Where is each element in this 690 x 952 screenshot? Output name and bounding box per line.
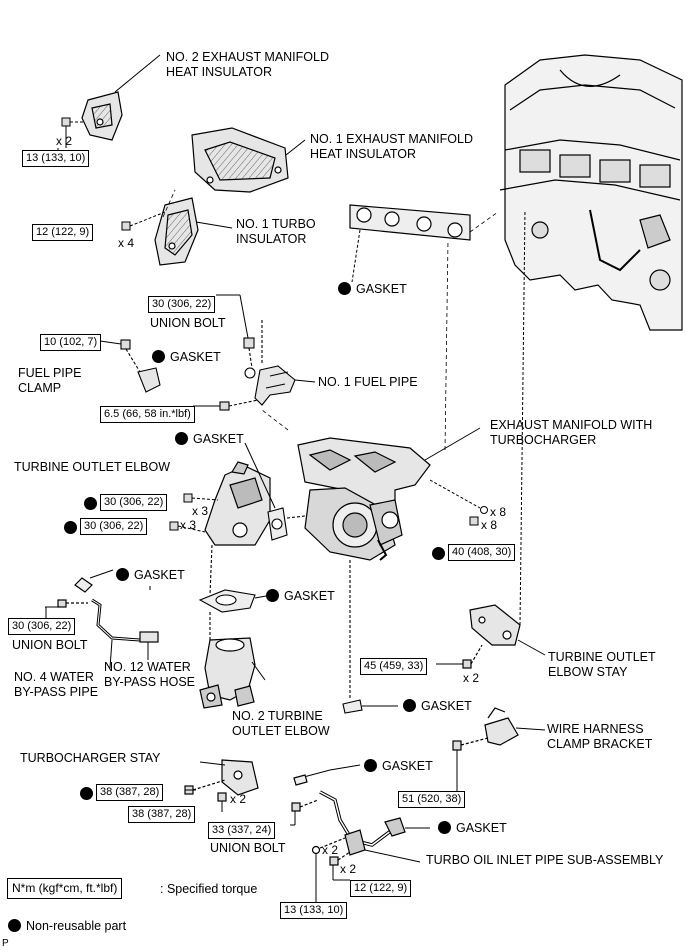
bolt-turbo-insulator <box>121 211 166 231</box>
label-union-bolt-oil: UNION BOLT <box>210 841 286 855</box>
label-turbine-outlet-elbow-stay: TURBINE OUTLET ELBOW STAY <box>548 650 656 679</box>
exhaust-gasket-part <box>349 204 471 283</box>
non-reusable-dot <box>116 568 129 581</box>
torque-51-clamp-bracket: 51 (520, 38) <box>398 791 466 808</box>
multiplier-no2-insulator: x 2 <box>56 134 73 148</box>
turbine-outlet-elbow-stay-part <box>462 209 546 669</box>
non-reusable-dot <box>64 521 77 534</box>
non-reusable-dot <box>84 497 97 510</box>
non-reusable-dot <box>80 787 93 800</box>
torque-6-5-fuel-pipe: 6.5 (66, 58 in.*lbf) <box>100 406 195 423</box>
exhaust-manifold-turbocharger-part <box>297 427 481 561</box>
multiplier-turbo-insulator: x 4 <box>118 236 135 250</box>
label-fuel-pipe-clamp: FUEL PIPE CLAMP <box>18 366 82 395</box>
label-no2-elbow-gasket: GASKET <box>266 589 335 604</box>
no1-exhaust-manifold-heat-insulator-part <box>191 127 306 193</box>
label-no4-water-bypass-pipe: NO. 4 WATER BY-PASS PIPE <box>14 670 99 699</box>
label-no2-exhaust-heat-insulator: NO. 2 EXHAUST MANIFOLD HEAT INSULATOR <box>166 50 329 79</box>
turbine-outlet-elbow-part <box>204 461 271 546</box>
torque-45-elbow-stay: 45 (459, 33) <box>360 658 428 675</box>
non-reusable-dot <box>152 350 165 363</box>
label-exhaust-manifold-turbocharger: EXHAUST MANIFOLD WITH TURBOCHARGER <box>490 418 653 447</box>
label-exhaust-gasket: GASKET <box>338 282 407 297</box>
non-reusable-dot <box>403 699 416 712</box>
label-oil-gasket-mid: GASKET <box>403 699 472 714</box>
torque-30-elbow-1: 30 (306, 22) <box>100 494 168 511</box>
legend-torque-unit: N*m (kgf*cm, ft.*lbf) <box>7 878 123 899</box>
multiplier-stay: x 2 <box>230 792 247 806</box>
stud-nuts-x8 <box>429 479 488 526</box>
torque-40-manifold-nut: 40 (408, 30) <box>448 544 516 561</box>
label-turbo-oil-inlet-pipe: TURBO OIL INLET PIPE SUB-ASSEMBLY <box>426 853 664 867</box>
elbow-gasket-part <box>244 442 306 541</box>
legend-torque-desc: : Specified torque <box>160 882 258 896</box>
label-elbow-gasket: GASKET <box>175 432 244 447</box>
torque-13-oil-pipe: 13 (133, 10) <box>280 902 348 919</box>
label-no1-fuel-pipe: NO. 1 FUEL PIPE <box>318 375 418 389</box>
multiplier-oil-bolt-a: x 2 <box>322 843 339 857</box>
label-oil-gasket-lower: GASKET <box>438 821 507 836</box>
label-no1-exhaust-heat-insulator: NO. 1 EXHAUST MANIFOLD HEAT INSULATOR <box>310 132 473 161</box>
torque-30-union-bolt-fuel: 30 (306, 22) <box>148 296 216 313</box>
no2-exhaust-manifold-heat-insulator-part <box>81 54 161 141</box>
multiplier-elbow-1: x 3 <box>192 504 209 518</box>
torque-10-fuel-clamp: 10 (102, 7) <box>40 334 102 351</box>
non-reusable-dot <box>432 547 445 560</box>
torque-38-stay-b: 38 (387, 28) <box>128 806 196 823</box>
torque-38-stay-a: 38 (387, 28) <box>96 784 164 801</box>
torque-13-no2-insulator: 13 (133, 10) <box>22 150 90 167</box>
legend-non-reusable: Non-reusable part <box>8 919 126 934</box>
label-union-bolt-water: UNION BOLT <box>12 638 88 652</box>
wire-harness-clamp-bracket-part <box>452 707 546 792</box>
label-no12-water-bypass-hose: NO. 12 WATER BY-PASS HOSE <box>104 660 196 689</box>
multiplier-oil-bolt-b: x 2 <box>340 862 357 876</box>
multiplier-elbow-2: x 3 <box>180 518 197 532</box>
corner-mark: P <box>2 938 9 949</box>
no1-turbo-insulator-part <box>154 197 233 266</box>
water-bypass-parts <box>45 569 159 669</box>
elbow-bolts <box>169 493 219 533</box>
engine-block <box>499 54 683 331</box>
multiplier-stud: x 8 <box>490 505 507 519</box>
label-fuel-gasket: GASKET <box>152 350 221 365</box>
multiplier-nut: x 8 <box>481 518 498 532</box>
non-reusable-dot <box>8 919 21 932</box>
leader-lines <box>45 148 463 881</box>
non-reusable-dot <box>266 589 279 602</box>
non-reusable-dot <box>175 432 188 445</box>
torque-30-elbow-2: 30 (306, 22) <box>80 518 148 535</box>
torque-30-union-bolt-water: 30 (306, 22) <box>8 618 76 635</box>
label-oil-gasket-upper: GASKET <box>364 759 433 774</box>
turbocharger-stay-part <box>184 759 259 808</box>
label-water-gasket: GASKET <box>116 568 185 583</box>
non-reusable-dot <box>438 821 451 834</box>
label-turbocharger-stay: TURBOCHARGER STAY <box>20 751 161 765</box>
label-no2-turbine-outlet-elbow: NO. 2 TURBINE OUTLET ELBOW <box>232 709 330 738</box>
non-reusable-dot <box>364 759 377 772</box>
alignment-lines <box>162 189 499 451</box>
oil-gasket-mid <box>342 560 398 714</box>
no2-elbow-gasket-part <box>198 544 267 640</box>
multiplier-elbow-stay: x 2 <box>463 671 480 685</box>
label-turbine-outlet-elbow: TURBINE OUTLET ELBOW <box>14 460 171 474</box>
torque-12-oil-pipe: 12 (122, 9) <box>350 880 412 897</box>
non-reusable-dot <box>338 282 351 295</box>
label-wire-harness-clamp-bracket: WIRE HARNESS CLAMP BRACKET <box>547 722 653 751</box>
turbo-oil-inlet-pipe-part <box>291 764 430 903</box>
label-no1-turbo-insulator: NO. 1 TURBO INSULATOR <box>236 217 316 246</box>
no2-turbine-outlet-elbow-part <box>199 637 266 709</box>
label-union-bolt-fuel: UNION BOLT <box>150 316 226 330</box>
fuel-pipe-parts <box>120 320 316 411</box>
torque-12-turbo-insulator: 12 (122, 9) <box>32 224 94 241</box>
torque-33-union-bolt-oil: 33 (337, 24) <box>208 822 276 839</box>
bolt-no2-insulator <box>61 117 84 148</box>
